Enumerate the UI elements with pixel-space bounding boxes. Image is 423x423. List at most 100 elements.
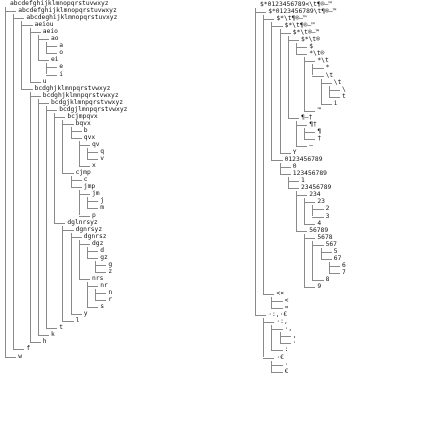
tree-trunk-line [46, 42, 47, 54]
tree-branch-line [21, 25, 33, 27]
tree-trunk-line [279, 29, 281, 154]
tree-trunk-line [54, 112, 56, 223]
tree-node-label: jm [92, 190, 100, 198]
tree-trunk-line [312, 205, 314, 217]
tree-node-label: · [284, 360, 289, 368]
tree-branch-line [78, 194, 90, 196]
tree-branch-line [271, 364, 283, 366]
tree-branch-line [78, 166, 90, 168]
tree-trunk-line [62, 119, 64, 174]
tree-branch-line [37, 39, 49, 41]
tree-node-label: m [100, 204, 104, 212]
tree-branch-line [296, 124, 308, 126]
tree-node-label: o [59, 49, 63, 57]
tree-branch-line [87, 208, 99, 210]
tree-node-label: 0 [292, 163, 297, 171]
tree-branch-line [304, 237, 316, 239]
tree-branch-line [5, 356, 17, 358]
tree-node-label: y [83, 310, 88, 318]
tree-node-label: ¤ [284, 304, 289, 312]
tree-branch-line [304, 202, 316, 204]
tree-trunk-line [312, 64, 314, 76]
tree-branch-line [13, 349, 25, 351]
tree-node-label: $ [309, 43, 313, 51]
tree-trunk-line [78, 140, 80, 167]
tree-trunk-line [95, 260, 97, 272]
tree-branch-line [296, 47, 308, 49]
tree-branch-line [62, 229, 74, 231]
tree-node-label: ¶–† [301, 113, 313, 121]
tree-branch-line [287, 40, 299, 42]
tree-trunk-line [328, 85, 330, 97]
tree-node-label: < [284, 297, 289, 305]
tree-branch-line [328, 272, 340, 274]
tree-node-label: <¤ [276, 290, 284, 298]
tree-node-label: i [333, 99, 338, 107]
tree-node-label: $*0123456789\t¶®–™ [268, 8, 337, 16]
tree-node-label: $*\t®–™ [292, 29, 320, 37]
tree-branch-line [279, 343, 291, 345]
tree-branch-line [29, 342, 41, 344]
tree-trunk-line [87, 197, 88, 209]
tree-node-label: h [42, 338, 47, 346]
tree-trunk-line [78, 190, 80, 216]
tree-branch-line [279, 167, 291, 169]
tree-node-label: nr [100, 282, 108, 289]
tree-node-label: t [342, 92, 346, 100]
tree-branch-line [271, 301, 283, 303]
tree-branch-line [87, 250, 99, 252]
tree-branch-line [304, 131, 316, 133]
tree-branch-line [296, 54, 308, 56]
tree-node-label: bcdgjklmnpqrstvwxyz [51, 98, 124, 106]
tree-node-label: a [59, 42, 63, 50]
tree-node-label: bcdghjklmnpqrstvwxyz [42, 91, 119, 99]
tree-node-label: 6 [342, 261, 346, 269]
tree-trunk-line [87, 281, 88, 308]
tree-branch-line [87, 159, 99, 161]
tree-node-label: aeio [42, 28, 58, 36]
tree-branch-line [37, 335, 49, 337]
tree-branch-line [21, 88, 33, 90]
tree-node-label: 2 [325, 205, 330, 213]
tree-trunk-line [87, 148, 88, 160]
tree-node-label: q [100, 148, 104, 156]
tree-node-label: ei [51, 56, 59, 64]
tree-node-label: w [18, 352, 22, 360]
tree-branch-line [62, 123, 74, 125]
tree-branch-line [46, 46, 58, 48]
tree-node-label: x [92, 162, 96, 170]
tree-node-label: ¶† [309, 120, 317, 128]
tree-node-label: $*\t¶®–™ [284, 22, 315, 30]
tree-trunk-line [29, 91, 31, 343]
tree-branch-line [255, 315, 267, 317]
tree-branch-line [87, 307, 99, 309]
tree-trunk-line [271, 325, 273, 351]
tree-branch-line [320, 103, 332, 105]
tree-branch-line [263, 19, 275, 21]
tree-trunk-line [70, 232, 72, 315]
tree-node-label: 0123456789 [284, 156, 323, 164]
tree-node-label: bqvx [75, 119, 91, 127]
tree-node-label: \ [342, 85, 346, 93]
tree-trunk-line [296, 120, 297, 146]
tree-trunk-line [279, 163, 281, 175]
tree-branch-line [78, 278, 90, 280]
tree-node-label: v [100, 155, 104, 163]
tree-branch-line [263, 294, 275, 296]
tree-node-label: 234 [309, 191, 321, 199]
tree-branch-line [271, 371, 283, 373]
tree-branch-line [78, 145, 90, 146]
tree-node-label: * [325, 64, 330, 72]
tree-branch-line [296, 146, 308, 147]
tree-node-label: c [83, 176, 88, 184]
tree-node-label: 4 [317, 219, 322, 227]
tree-node-label: \t [325, 71, 334, 79]
tree-node-label: ·, [284, 325, 293, 333]
tree-branch-line [271, 160, 283, 162]
tree-trunk-line [95, 289, 97, 301]
tree-node-label: *\t® [309, 50, 325, 58]
tree-trunk-line [304, 127, 306, 139]
tree-branch-line [29, 81, 41, 83]
tree-branch-line [78, 243, 90, 245]
